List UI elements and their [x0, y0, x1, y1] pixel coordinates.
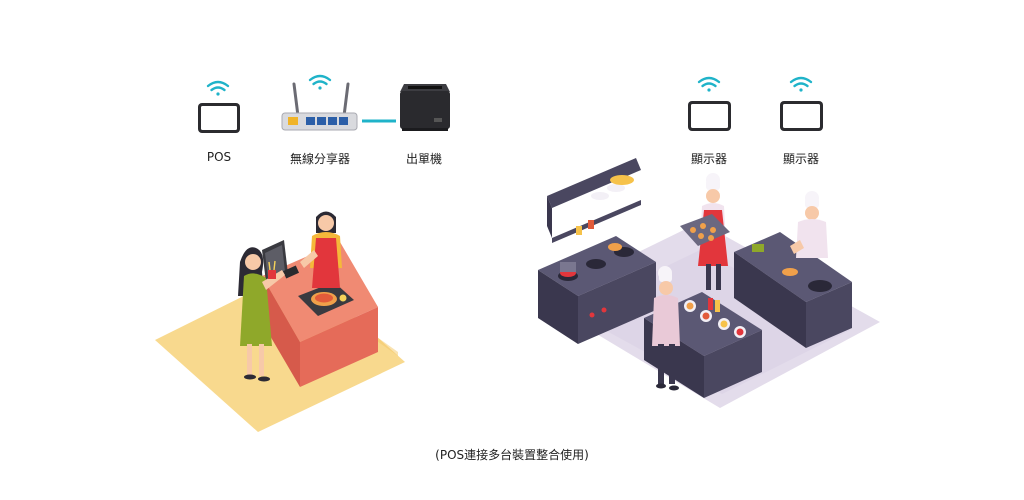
counter-scene: [155, 211, 405, 432]
receipt-printer-icon: [400, 84, 450, 131]
tablet-icon: [688, 101, 731, 131]
wifi-icon: [789, 76, 813, 92]
display-device-1: [688, 76, 731, 131]
pos-device: [198, 80, 240, 133]
display-label-2: 顯示器: [782, 152, 819, 166]
chef-front: [652, 266, 680, 391]
side-counter: [734, 232, 852, 348]
food-tray: [298, 282, 354, 316]
customer: [238, 247, 285, 382]
kitchen-scene: [538, 158, 880, 408]
router-label: 無線分享器: [289, 152, 350, 166]
tablet-icon: [780, 101, 823, 131]
router-icon: [281, 82, 358, 131]
printer-device: [400, 84, 450, 131]
router-device: [281, 74, 358, 131]
wall-shelf: [547, 158, 641, 243]
wifi-icon: [697, 76, 721, 92]
stove-station: [538, 236, 656, 344]
printer-label: 出單機: [405, 152, 442, 166]
wifi-icon: [308, 74, 332, 90]
tablet-icon: [198, 103, 240, 133]
wifi-icon: [206, 80, 230, 96]
display-device-2: [780, 76, 823, 131]
chef-side: [790, 191, 828, 258]
chef-with-tray: [680, 173, 730, 290]
display-label-1: 顯示器: [690, 152, 727, 166]
diagram-caption: (POS連接多台裝置整合使用): [435, 448, 589, 462]
cashier: [300, 211, 342, 288]
pos-label: POS: [206, 150, 232, 164]
